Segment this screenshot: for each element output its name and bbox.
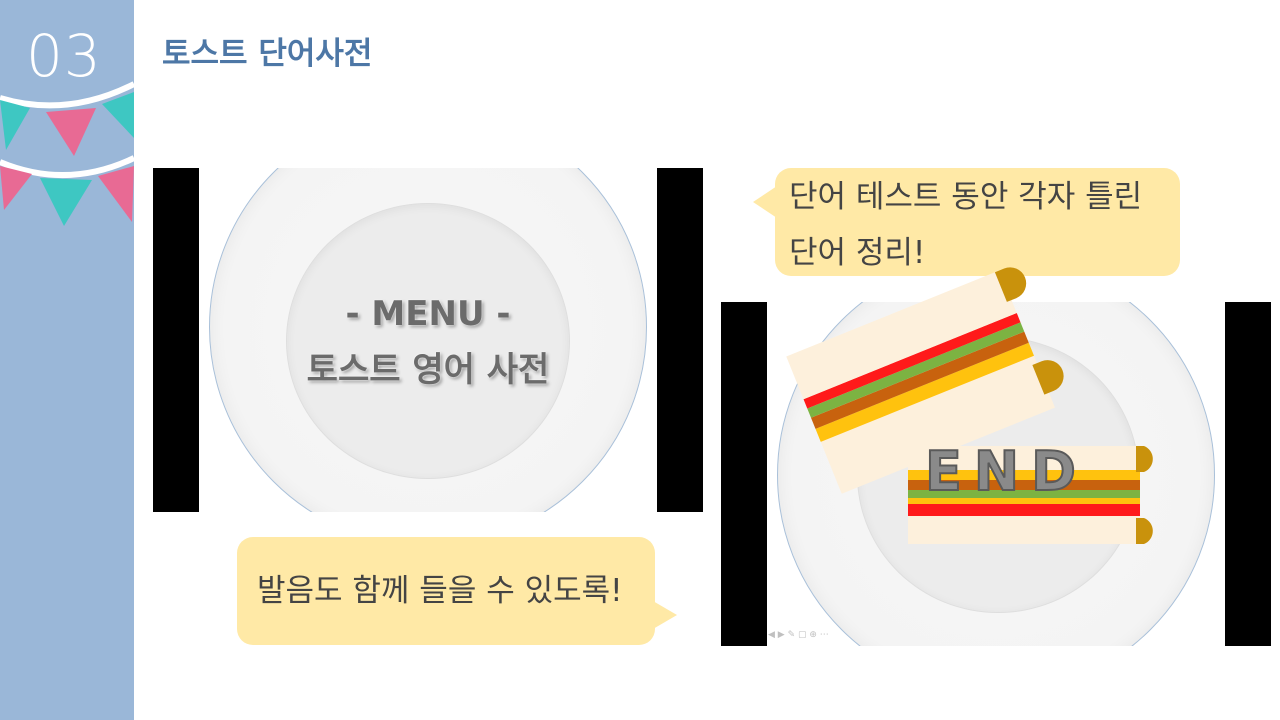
menu-subtitle: 토스트 영어 사전 <box>306 350 550 390</box>
menu-screenshot-content: - MENU - 토스트 영어 사전 <box>199 168 657 512</box>
menu-label: - MENU - <box>345 294 511 334</box>
bunting-decoration-icon <box>0 81 134 226</box>
bubble-tail-icon <box>753 186 777 218</box>
bubble-bottom-text: 발음도 함께 들을 수 있도록! <box>257 573 623 609</box>
menu-screenshot: - MENU - 토스트 영어 사전 <box>153 168 703 512</box>
plate-inner <box>286 203 570 479</box>
slideshow-controls-icon: ◀ ▶ ✎ ▢ ⊕ ⋯ <box>768 630 829 640</box>
sidebar: 03 <box>0 0 134 720</box>
page-title: 토스트 단어사전 <box>162 36 373 72</box>
bubble-top-line1: 단어 테스트 동안 각자 틀린 <box>789 179 1143 215</box>
bubble-top-line2: 단어 정리! <box>789 235 926 271</box>
speech-bubble-top: 단어 테스트 동안 각자 틀린 단어 정리! <box>753 168 1180 276</box>
end-label: END <box>924 439 1088 504</box>
speech-bubble-bottom: 발음도 함께 들을 수 있도록! <box>237 537 677 645</box>
bubble-tail-icon <box>653 601 677 629</box>
slide-number: 03 <box>26 22 102 90</box>
